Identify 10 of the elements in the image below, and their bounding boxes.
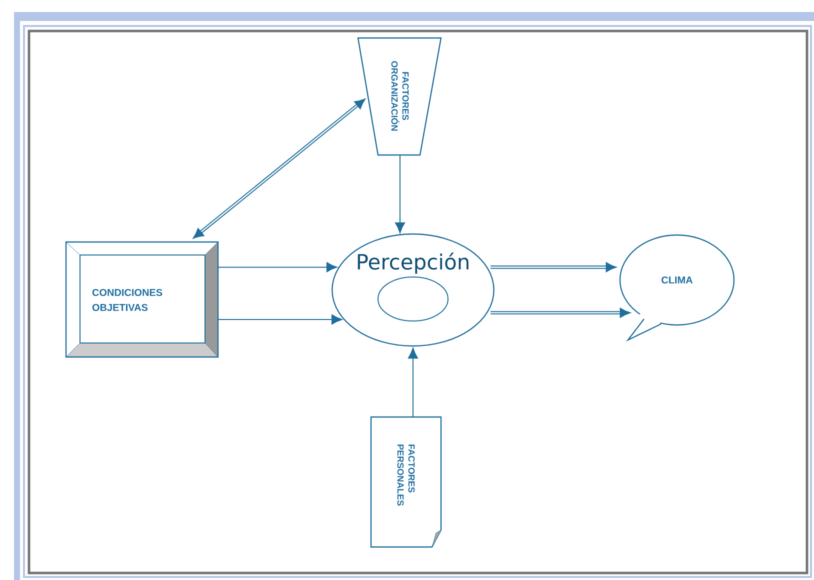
trapezoid-box: FACTORES ORGANIZACIÓN — [357, 37, 442, 156]
arrow — [394, 154, 406, 234]
arrow — [408, 348, 418, 418]
arrow — [490, 308, 631, 318]
arrow — [218, 262, 338, 272]
arrow — [218, 314, 342, 325]
arrow — [192, 98, 366, 239]
arrow — [490, 262, 617, 272]
bevel-box: CONDICIONES OBJETIVAS — [65, 241, 219, 358]
speech-bubble: CLIMA — [619, 234, 735, 342]
